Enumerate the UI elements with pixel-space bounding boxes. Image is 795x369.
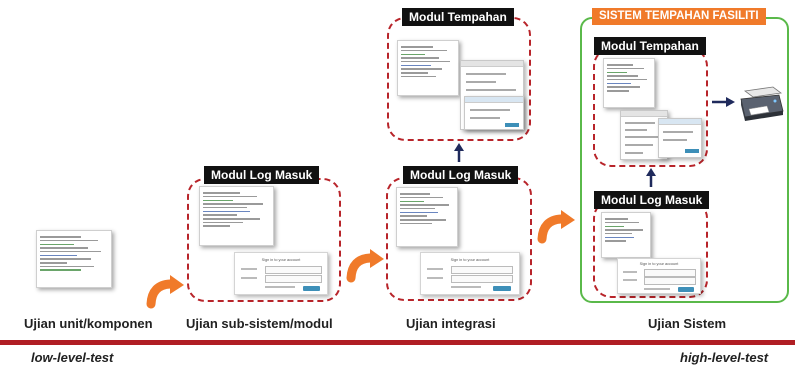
integration-booking-code	[397, 40, 459, 96]
subsystem-code-screenshot	[199, 186, 274, 246]
caption-system: Ujian Sistem	[648, 316, 727, 331]
system-login-form: Sign in to your account	[617, 258, 701, 294]
navy-arrow	[712, 97, 735, 107]
low-level-label: low-level-test	[31, 350, 114, 365]
subsystem-login-form: Sign in to your account	[234, 252, 328, 295]
caption-subsystem: Ujian sub-sistem/modul	[186, 316, 333, 331]
subsystem-module-label: Modul Log Masuk	[204, 166, 320, 184]
system-booking-label: Modul Tempahan	[594, 37, 706, 55]
navy-arrow	[646, 168, 656, 187]
orange-curved-arrow	[146, 275, 184, 309]
orange-curved-arrow	[346, 249, 384, 283]
integration-login-label: Modul Log Masuk	[403, 166, 519, 184]
system-login-code	[601, 212, 651, 258]
integration-booking-label: Modul Tempahan	[402, 8, 514, 26]
system-booking-code	[603, 58, 655, 108]
printer-icon	[740, 86, 784, 121]
system-login-label: Modul Log Masuk	[594, 191, 710, 209]
unit-code-screenshot	[36, 230, 112, 288]
integration-login-form: Sign in to your account	[420, 252, 520, 295]
integration-login-code	[396, 187, 458, 247]
test-level-line	[0, 340, 795, 345]
caption-unit: Ujian unit/komponen	[24, 316, 153, 331]
orange-curved-arrow	[537, 210, 575, 244]
system-title: SISTEM TEMPAHAN FASILITI	[592, 8, 766, 25]
caption-integration: Ujian integrasi	[406, 316, 496, 331]
system-booking-window-2	[658, 118, 702, 158]
integration-booking-window-2	[464, 96, 524, 130]
high-level-label: high-level-test	[680, 350, 769, 365]
navy-arrow	[454, 143, 464, 162]
